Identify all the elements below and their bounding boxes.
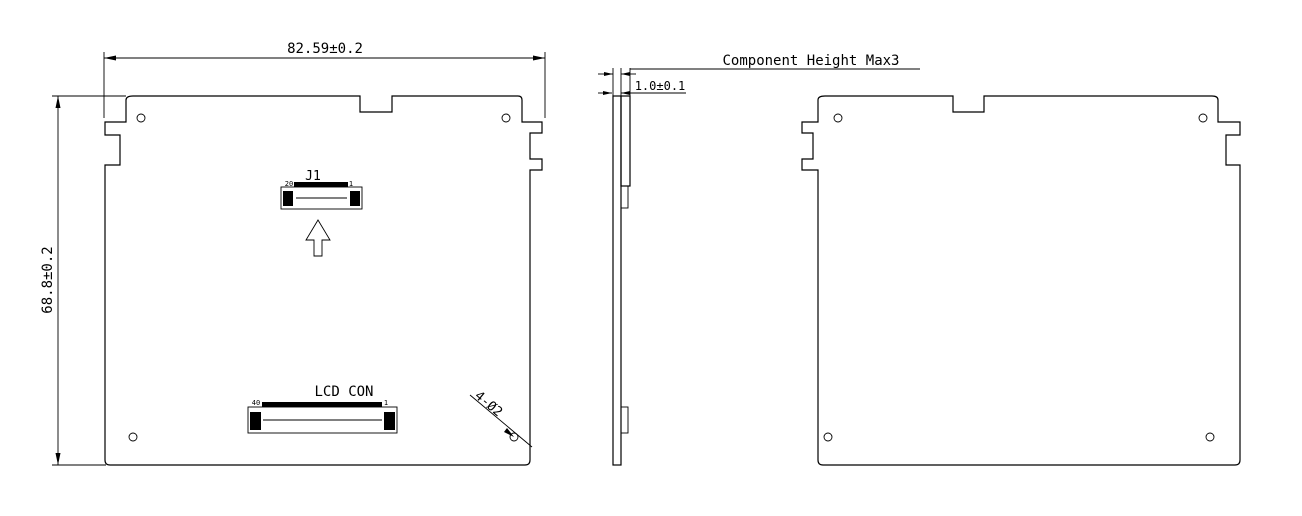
mount-hole-bottom-right [509, 432, 519, 442]
side-board-edge [612, 95, 622, 466]
insert-direction-arrow-icon [305, 219, 331, 257]
thickness-label: 1.0±0.1 [635, 79, 686, 93]
width-dimension-label: 82.59±0.2 [287, 41, 363, 57]
lcd-latch-left [250, 412, 261, 430]
side-connector-lcd [620, 406, 629, 434]
back-board-outline [801, 95, 1241, 466]
back-hole-top-left [833, 113, 843, 123]
component-height-label: Component Height Max3 [722, 53, 899, 69]
j1-pin-strip [294, 182, 348, 187]
side-view: Component Height Max3 1.0±0.1 [598, 53, 920, 466]
j1-latch-right [350, 191, 360, 206]
j1-pin-20-label: 20 [285, 180, 293, 188]
width-dimension: 82.59±0.2 [103, 41, 546, 118]
front-board-outline [104, 95, 543, 466]
holes-callout: 4-Ø2 [469, 389, 533, 448]
j1-latch-left [283, 191, 293, 206]
j1-connector: J1 20 1 [280, 169, 363, 257]
j1-body [280, 186, 363, 210]
back-hole-top-right [1198, 113, 1208, 123]
lcd-body [247, 406, 398, 434]
thickness-dimension: Component Height Max3 1.0±0.1 [598, 53, 920, 96]
back-view [801, 95, 1241, 466]
lcd-pin-1-label: 1 [384, 399, 388, 407]
lcd-pin-strip [262, 402, 382, 407]
mount-hole-top-left [136, 113, 146, 123]
back-hole-bottom-right [1205, 432, 1215, 442]
mount-hole-bottom-left [128, 432, 138, 442]
j1-pin-1-label: 1 [349, 180, 353, 188]
lcd-pin-40-label: 40 [252, 399, 260, 407]
side-connector-j1 [620, 185, 629, 209]
lcd-latch-right [384, 412, 395, 430]
side-component-top [620, 95, 631, 187]
lcd-connector-label: LCD CON [314, 384, 373, 400]
height-dimension: 68.8±0.2 [40, 95, 126, 466]
lcd-connector: LCD CON 40 1 [247, 384, 398, 434]
back-hole-bottom-left [823, 432, 833, 442]
front-view: 82.59±0.2 68.8±0.2 J1 20 1 LCD CON 40 [40, 41, 546, 466]
height-dimension-label: 68.8±0.2 [40, 246, 56, 313]
j1-label: J1 [305, 169, 321, 184]
holes-callout-label: 4-Ø2 [471, 389, 505, 421]
mount-hole-top-right [501, 113, 511, 123]
